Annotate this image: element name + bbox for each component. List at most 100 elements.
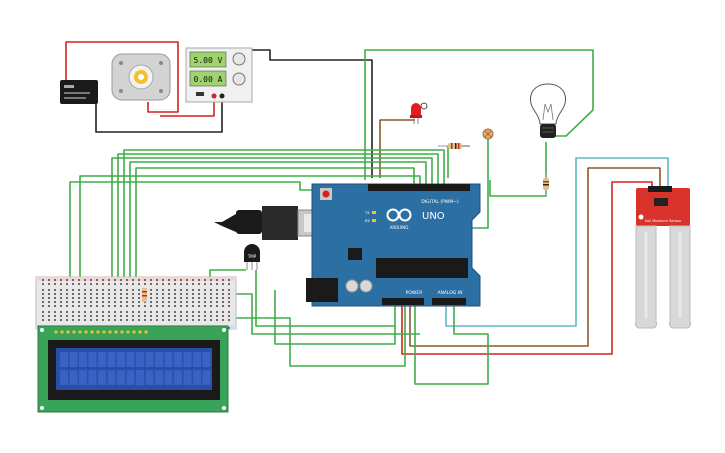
breadboard-hole[interactable] — [168, 279, 170, 281]
breadboard-hole[interactable] — [42, 289, 44, 291]
breadboard-hole[interactable] — [114, 319, 116, 321]
breadboard-hole[interactable] — [138, 293, 140, 295]
breadboard-hole[interactable] — [210, 311, 212, 313]
breadboard-hole[interactable] — [108, 305, 110, 307]
breadboard-hole[interactable] — [96, 289, 98, 291]
wire-green-lcd-2[interactable] — [79, 175, 421, 306]
breadboard-hole[interactable] — [132, 283, 134, 285]
breadboard-hole[interactable] — [102, 279, 104, 281]
breadboard-hole[interactable] — [60, 279, 62, 281]
breadboard-hole[interactable] — [204, 301, 206, 303]
lcd-pin[interactable] — [102, 330, 106, 334]
breadboard-hole[interactable] — [78, 301, 80, 303]
breadboard-hole[interactable] — [42, 305, 44, 307]
breadboard-hole[interactable] — [204, 289, 206, 291]
breadboard-hole[interactable] — [228, 327, 230, 329]
breadboard-hole[interactable] — [198, 315, 200, 317]
breadboard-hole[interactable] — [66, 297, 68, 299]
breadboard-hole[interactable] — [156, 315, 158, 317]
breadboard-hole[interactable] — [192, 297, 194, 299]
breadboard-hole[interactable] — [66, 305, 68, 307]
breadboard-hole[interactable] — [84, 279, 86, 281]
power-jack[interactable] — [306, 278, 338, 302]
breadboard-hole[interactable] — [90, 279, 92, 281]
breadboard-hole[interactable] — [216, 293, 218, 295]
breadboard-hole[interactable] — [144, 315, 146, 317]
breadboard-hole[interactable] — [216, 311, 218, 313]
breadboard-hole[interactable] — [132, 293, 134, 295]
breadboard-hole[interactable] — [120, 305, 122, 307]
breadboard-hole[interactable] — [174, 315, 176, 317]
breadboard-hole[interactable] — [144, 311, 146, 313]
breadboard-hole[interactable] — [174, 301, 176, 303]
breadboard-hole[interactable] — [48, 301, 50, 303]
wire-green-lcd-6[interactable] — [129, 161, 427, 306]
breadboard-hole[interactable] — [216, 305, 218, 307]
breadboard-hole[interactable] — [126, 297, 128, 299]
wire-green-lcd-3[interactable] — [111, 157, 433, 306]
breadboard-hole[interactable] — [150, 301, 152, 303]
breadboard-hole[interactable] — [132, 297, 134, 299]
breadboard-hole[interactable] — [150, 319, 152, 321]
breadboard-hole[interactable] — [186, 297, 188, 299]
breadboard-hole[interactable] — [42, 293, 44, 295]
wire-teal-soil[interactable] — [445, 157, 669, 327]
breadboard-hole[interactable] — [108, 279, 110, 281]
breadboard-hole[interactable] — [126, 319, 128, 321]
breadboard-hole[interactable] — [96, 315, 98, 317]
breadboard-hole[interactable] — [222, 297, 224, 299]
breadboard-hole[interactable] — [162, 297, 164, 299]
breadboard-hole[interactable] — [222, 279, 224, 281]
breadboard-hole[interactable] — [78, 289, 80, 291]
breadboard-hole[interactable] — [84, 305, 86, 307]
breadboard-hole[interactable] — [186, 283, 188, 285]
breadboard-hole[interactable] — [126, 301, 128, 303]
breadboard-hole[interactable] — [126, 305, 128, 307]
breadboard-hole[interactable] — [48, 305, 50, 307]
breadboard-hole[interactable] — [210, 297, 212, 299]
breadboard-hole[interactable] — [108, 315, 110, 317]
breadboard-hole[interactable] — [156, 297, 158, 299]
breadboard-hole[interactable] — [132, 315, 134, 317]
breadboard-hole[interactable] — [90, 289, 92, 291]
breadboard-hole[interactable] — [90, 301, 92, 303]
breadboard-hole[interactable] — [72, 311, 74, 313]
breadboard-hole[interactable] — [174, 311, 176, 313]
breadboard-hole[interactable] — [84, 315, 86, 317]
wire-green-ldr[interactable] — [470, 136, 489, 229]
breadboard-hole[interactable] — [54, 301, 56, 303]
breadboard-hole[interactable] — [120, 279, 122, 281]
wire-green-top-loop[interactable] — [364, 49, 594, 180]
breadboard-hole[interactable] — [72, 319, 74, 321]
wire-red-supply[interactable] — [160, 96, 215, 117]
breadboard-hole[interactable] — [126, 283, 128, 285]
wire-red-soil[interactable] — [401, 181, 653, 355]
breadboard-hole[interactable] — [114, 311, 116, 313]
breadboard-hole[interactable] — [192, 311, 194, 313]
breadboard-hole[interactable] — [162, 293, 164, 295]
breadboard-hole[interactable] — [180, 301, 182, 303]
breadboard-hole[interactable] — [150, 297, 152, 299]
breadboard-hole[interactable] — [222, 311, 224, 313]
breadboard-hole[interactable] — [138, 297, 140, 299]
breadboard-hole[interactable] — [96, 279, 98, 281]
breadboard-hole[interactable] — [192, 283, 194, 285]
breadboard-hole[interactable] — [48, 297, 50, 299]
breadboard-hole[interactable] — [60, 283, 62, 285]
breadboard-hole[interactable] — [180, 289, 182, 291]
breadboard-hole[interactable] — [222, 315, 224, 317]
breadboard-hole[interactable] — [180, 315, 182, 317]
breadboard-hole[interactable] — [72, 289, 74, 291]
breadboard-hole[interactable] — [210, 293, 212, 295]
breadboard-hole[interactable] — [60, 315, 62, 317]
breadboard-hole[interactable] — [192, 301, 194, 303]
breadboard-hole[interactable] — [156, 293, 158, 295]
breadboard-hole[interactable] — [132, 301, 134, 303]
breadboard-hole[interactable] — [144, 279, 146, 281]
breadboard-hole[interactable] — [66, 279, 68, 281]
breadboard-hole[interactable] — [198, 279, 200, 281]
breadboard-hole[interactable] — [120, 283, 122, 285]
breadboard-hole[interactable] — [186, 279, 188, 281]
breadboard-hole[interactable] — [102, 297, 104, 299]
power-switch[interactable] — [196, 92, 204, 96]
